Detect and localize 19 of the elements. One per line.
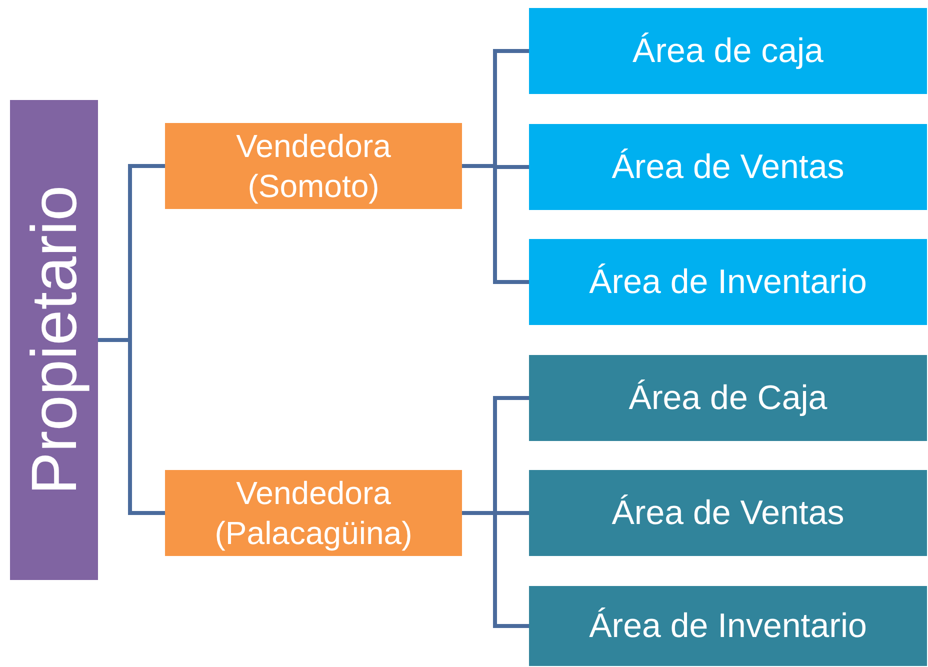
area-box (529, 8, 927, 94)
area-box (529, 586, 927, 666)
seller-box (165, 123, 462, 209)
node-label: Área de caja (632, 30, 824, 72)
node-label: Área de Inventario (588, 606, 868, 647)
area-box (529, 124, 927, 210)
node-label: Vendedora (Somoto) (235, 127, 392, 206)
seller-box (165, 470, 462, 556)
area-box (529, 470, 927, 556)
area-box (529, 355, 927, 441)
owner-box (10, 100, 98, 580)
node-label: Propietario (17, 185, 91, 495)
area-box (529, 239, 927, 325)
node-label: Área de Ventas (610, 146, 846, 188)
node-label: Vendedora (Palacagüina) (214, 474, 414, 553)
connector-line (462, 511, 529, 628)
node-label: Área de Ventas (610, 492, 846, 534)
node-label: Área de Caja (628, 378, 828, 419)
node-label: Área de Inventario (588, 262, 868, 303)
